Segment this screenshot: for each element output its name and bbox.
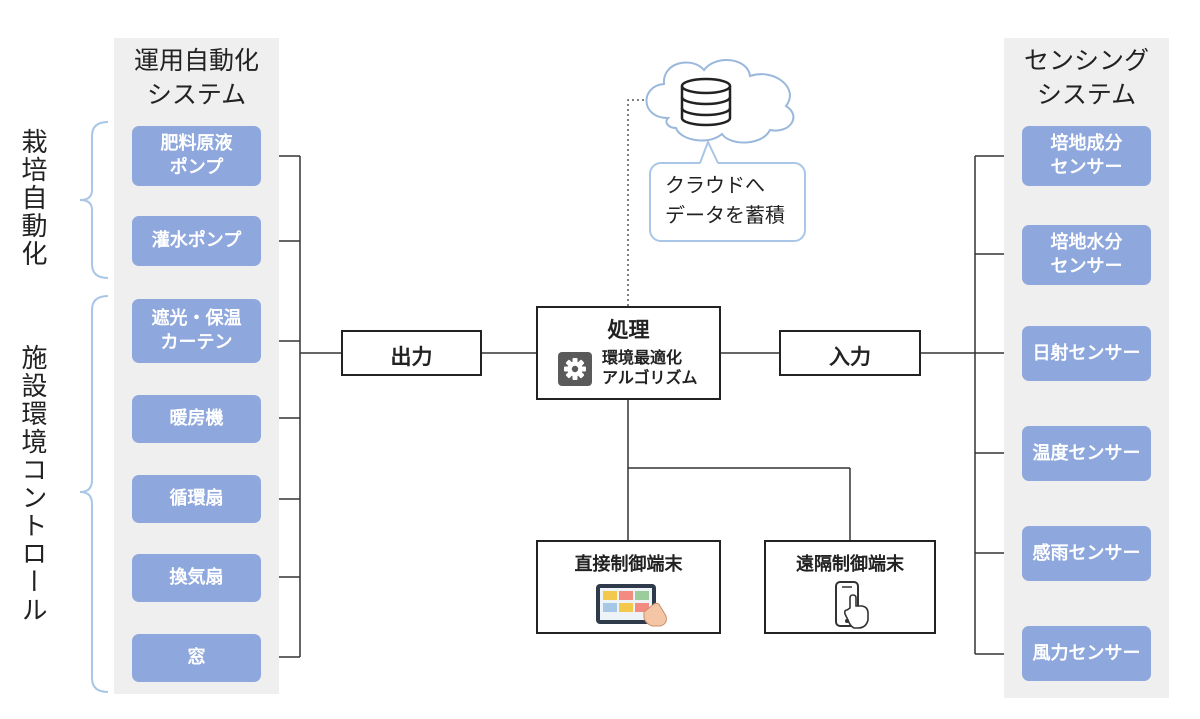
device-ventilation-fan[interactable]: 換気扇 bbox=[132, 554, 261, 602]
smartphone-touch-icon bbox=[835, 581, 869, 629]
facility-control-label: 施設環境コントロール bbox=[17, 344, 47, 624]
device-circulation-fan[interactable]: 循環扇 bbox=[132, 475, 261, 523]
sensor-wind[interactable]: 風力センサー bbox=[1022, 626, 1151, 681]
cultivation-bracket bbox=[79, 121, 109, 279]
cloud-storage-bubble: クラウドへ データを蓄積 bbox=[649, 162, 806, 242]
device-heater[interactable]: 暖房機 bbox=[132, 395, 261, 443]
sensor-rain[interactable]: 感雨センサー bbox=[1022, 526, 1151, 581]
input-box: 入力 bbox=[779, 330, 921, 376]
database-icon bbox=[680, 77, 732, 127]
direct-terminal-label: 直接制御端末 bbox=[574, 554, 683, 575]
gear-icon bbox=[558, 352, 592, 386]
algorithm-label: 環境最適化 アルゴリズム bbox=[602, 348, 698, 387]
sensor-medium-composition[interactable]: 培地成分 センサー bbox=[1022, 126, 1151, 186]
device-fertilizer-pump[interactable]: 肥料原液 ポンプ bbox=[132, 126, 261, 186]
sensor-solar-radiation[interactable]: 日射センサー bbox=[1022, 326, 1151, 381]
sensor-temperature[interactable]: 温度センサー bbox=[1022, 426, 1151, 481]
bubble-pointer bbox=[699, 140, 719, 164]
sensor-medium-moisture[interactable]: 培地水分 センサー bbox=[1022, 225, 1151, 285]
remote-terminal-box[interactable]: 遠隔制御端末 bbox=[764, 540, 936, 634]
device-window[interactable]: 窓 bbox=[132, 634, 261, 682]
output-box: 出力 bbox=[341, 330, 482, 376]
process-box: 処理 環境最適化 アルゴリズム bbox=[536, 306, 721, 400]
facility-bracket bbox=[79, 295, 109, 693]
process-label: 処理 bbox=[607, 318, 650, 342]
tablet-touch-icon bbox=[596, 584, 667, 627]
sensing-system-title: センシング システム bbox=[1023, 46, 1149, 109]
device-shade-curtain[interactable]: 遮光・保温 カーテン bbox=[132, 299, 261, 363]
device-irrigation-pump[interactable]: 灌水ポンプ bbox=[132, 216, 261, 266]
automation-system-title: 運用自動化 システム bbox=[133, 46, 259, 109]
direct-terminal-box[interactable]: 直接制御端末 bbox=[536, 540, 721, 634]
output-label: 出力 bbox=[390, 345, 433, 369]
cultivation-automation-label: 栽培自動化 bbox=[17, 128, 47, 268]
input-label: 入力 bbox=[829, 345, 871, 369]
remote-terminal-label: 遠隔制御端末 bbox=[796, 554, 904, 575]
